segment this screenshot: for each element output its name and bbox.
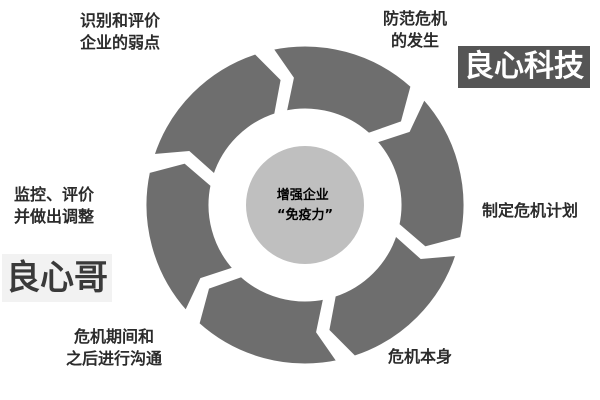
stage-label-identify: 识别和评价 企业的弱点 [80,11,161,52]
arrow-segment-3 [326,231,460,359]
center-circle [240,140,370,270]
arrow-segment-5 [143,160,238,315]
arrow-segment-1 [269,43,414,137]
center-label: 增强企业 “免疫力” [277,187,334,223]
watermark-top-right: 良心科技 [458,46,590,88]
center-label-line2: “免疫力” [277,207,333,223]
center-label-line1: 增强企业 [277,187,329,203]
arrow-segment-4 [196,273,341,367]
arrow-segment-6 [150,51,284,179]
arrow-segment-2 [372,95,467,250]
stage-label-prevent: 防范危机 的发生 [383,9,448,50]
stage-label-communicate: 危机期间和 之后进行沟通 [66,327,163,368]
watermark-left: 良心哥 [2,254,112,302]
stage-label-plan: 制定危机计划 [482,201,579,220]
stage-label-crisis: 危机本身 [388,347,453,366]
stage-label-monitor: 监控、评价 并做出调整 [14,185,95,226]
